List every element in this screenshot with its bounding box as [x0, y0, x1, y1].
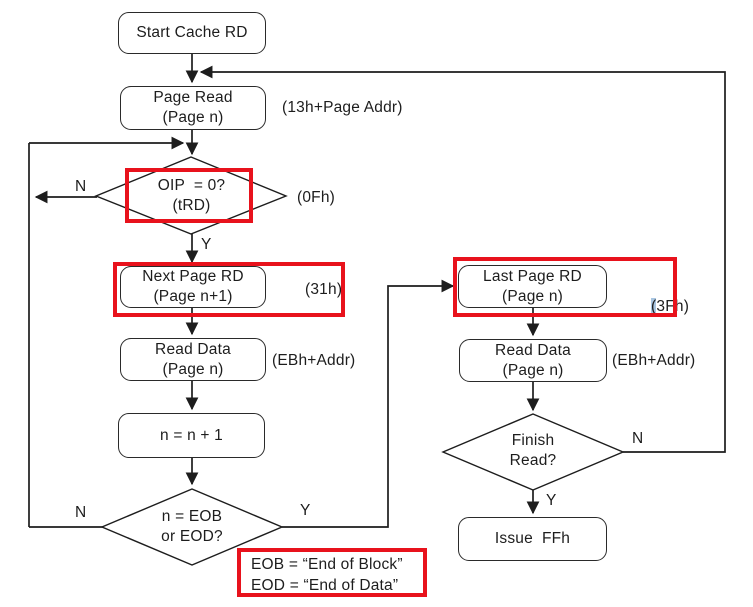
node-page-read: Page Read (Page n) [120, 86, 266, 130]
legend-line2: EOD = “End of Data” [251, 577, 399, 594]
branch-label-eob-no: N [75, 504, 87, 521]
node-last-page-rd: Last Page RD (Page n) [458, 265, 607, 308]
annotation-read-data-left: (EBh+Addr) [272, 352, 356, 369]
annotation-last-page-rd: (3Fh) [633, 280, 689, 334]
connector-eob-yes [282, 279, 455, 528]
finish-decision-diamond [441, 413, 625, 491]
node-increment: n = n + 1 [118, 413, 265, 458]
node-read-data-right-line1: Read Data [495, 341, 571, 359]
text-selection-highlight: ( [651, 298, 657, 315]
annotation-oip: (0Fh) [297, 189, 336, 206]
node-start-cache-rd: Start Cache RD [118, 12, 266, 54]
node-issue-ffh: Issue FFh [458, 517, 607, 561]
node-start-label: Start Cache RD [136, 24, 248, 41]
annotation-last-page-rd-rest: 3Fh) [656, 298, 690, 315]
annotation-page-read: (13h+Page Addr) [282, 99, 403, 116]
node-read-data-right: Read Data (Page n) [459, 339, 607, 382]
branch-label-oip-no: N [75, 178, 87, 195]
node-next-page-rd: Next Page RD (Page n+1) [120, 266, 266, 308]
node-increment-label: n = n + 1 [160, 426, 223, 444]
legend-box: EOB = “End of Block” EOD = “End of Data” [237, 548, 427, 597]
legend-line1: EOB = “End of Block” [251, 556, 403, 573]
eob-decision-diamond [100, 488, 284, 566]
node-read-data-left: Read Data (Page n) [120, 338, 266, 381]
node-last-page-rd-line2: (Page n) [501, 287, 564, 305]
node-page-read-line1: Page Read [153, 89, 233, 106]
node-last-page-rd-line1: Last Page RD [483, 267, 582, 285]
node-read-data-right-line2: (Page n) [502, 361, 564, 379]
node-next-page-rd-line2: (Page n+1) [153, 288, 233, 305]
node-page-read-line2: (Page n) [162, 109, 224, 126]
branch-label-finish-yes: Y [546, 492, 557, 509]
branch-label-eob-yes: Y [300, 502, 311, 519]
branch-label-oip-yes: Y [201, 236, 212, 253]
node-issue-ffh-label: Issue FFh [494, 530, 571, 547]
oip-decision-diamond [94, 156, 288, 235]
node-read-data-left-line1: Read Data [155, 340, 231, 358]
branch-label-finish-no: N [632, 430, 644, 447]
annotation-read-data-right: (EBh+Addr) [612, 352, 696, 369]
node-read-data-left-line2: (Page n) [162, 360, 224, 378]
annotation-next-page-rd: (31h) [305, 281, 343, 298]
node-next-page-rd-line1: Next Page RD [142, 268, 244, 285]
connector-finish-no-loop [199, 65, 726, 453]
